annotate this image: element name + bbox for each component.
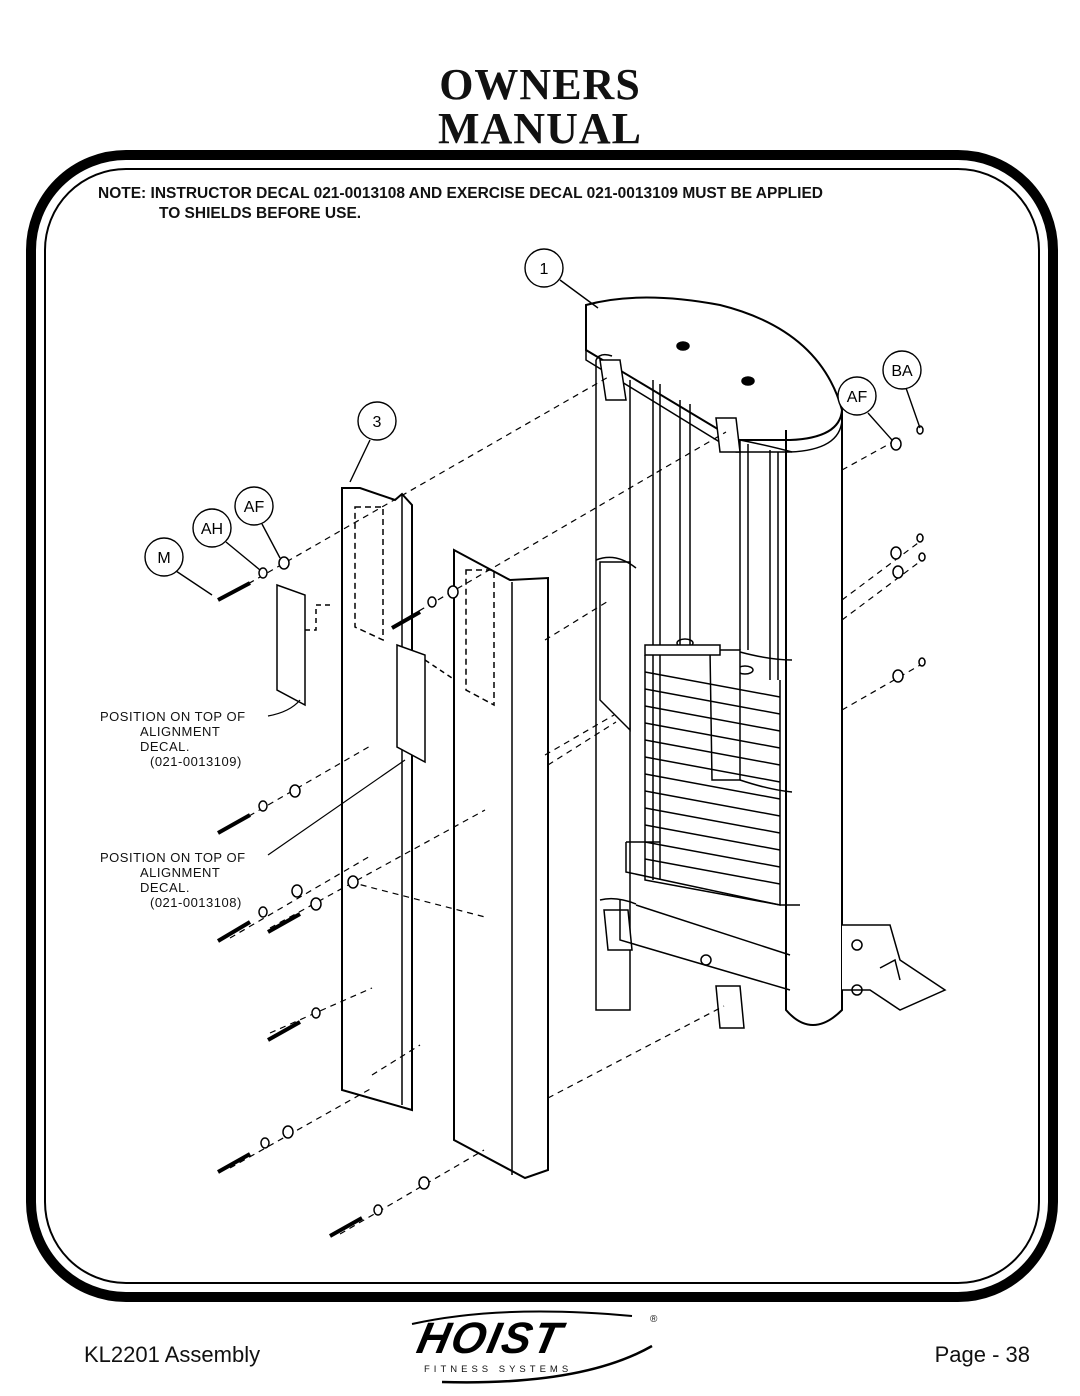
logo-swoosh-icon <box>411 1310 653 1384</box>
logo-registered-mark: ® <box>650 1314 658 1325</box>
assembly-note: NOTE: INSTRUCTOR DECAL 021-0013108 AND E… <box>98 184 998 224</box>
callout-af-right: AF <box>847 389 868 406</box>
caption-instructor-line-1: POSITION ON TOP OF <box>100 850 246 865</box>
footer-model-assembly: KL2201 Assembly <box>84 1342 261 1367</box>
assembly-lines <box>219 375 923 1235</box>
caption-instructor-line-2: ALIGNMENT DECAL. <box>140 865 221 895</box>
exercise-decal <box>276 583 306 707</box>
logo-subtitle: FITNESS SYSTEMS <box>424 1364 573 1375</box>
callout-ah: AH <box>201 521 223 538</box>
caption-exercise-line-1: POSITION ON TOP OF <box>100 709 246 724</box>
callout-part-3: 3 <box>373 414 382 431</box>
hoist-logo: HOIST ® FITNESS SYSTEMS <box>382 1306 682 1386</box>
caption-instructor-line-3: (021-0013108) <box>150 895 242 910</box>
caption-exercise-line-3: (021-0013109) <box>150 754 242 769</box>
note-line-1: NOTE: INSTRUCTOR DECAL 021-0013108 AND E… <box>98 185 823 202</box>
hardware <box>216 425 926 1238</box>
callout-m: M <box>157 550 170 567</box>
note-line-2: TO SHIELDS BEFORE USE. <box>159 205 362 222</box>
instructor-decal <box>396 643 426 764</box>
right-shield <box>453 548 549 1180</box>
caption-instructor-decal: POSITION ON TOP OF ALIGNMENT DECAL. (021… <box>100 850 270 910</box>
title-line-2: MANUAL <box>438 104 642 153</box>
left-shield <box>341 487 413 1112</box>
footer-page-number: Page - 38 <box>934 1342 1030 1367</box>
caption-exercise-line-2: ALIGNMENT DECAL. <box>140 724 221 754</box>
page-frame-outer <box>26 150 1058 1302</box>
caption-exercise-decal: POSITION ON TOP OF ALIGNMENT DECAL. (021… <box>100 709 270 769</box>
logo-wordmark: HOIST <box>412 1314 568 1363</box>
weight-stack <box>644 644 781 906</box>
page-frame-inner <box>44 168 1040 1284</box>
callout-part-1: 1 <box>540 261 549 278</box>
callout-ba: BA <box>891 363 913 380</box>
title-line-1: OWNERS <box>439 60 641 109</box>
callout-af-left: AF <box>244 499 265 516</box>
callouts <box>144 248 922 596</box>
main-frame <box>585 296 947 1029</box>
